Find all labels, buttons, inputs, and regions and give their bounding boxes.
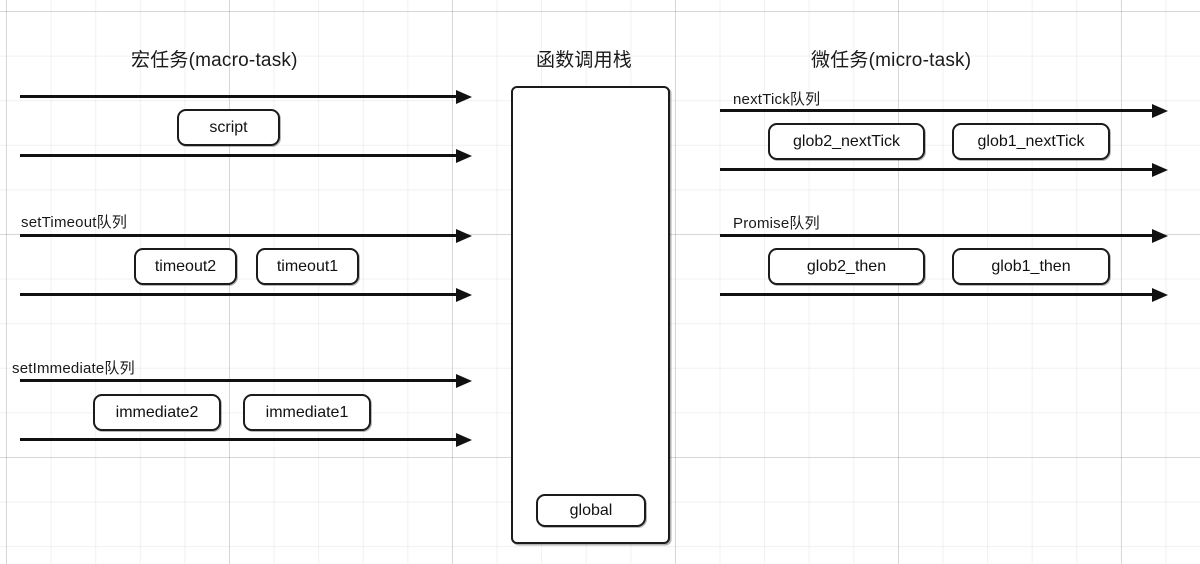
micro-promise-arrow-top <box>720 228 1170 243</box>
micro-nexttick-arrow-top <box>720 103 1170 118</box>
task-box-glob1-nexttick[interactable]: glob1_nextTick <box>952 123 1110 160</box>
task-box-glob1-nexttick-label: glob1_nextTick <box>977 132 1085 150</box>
task-box-glob2-nexttick[interactable]: glob2_nextTick <box>768 123 925 160</box>
macro-script-arrow-top <box>20 89 490 104</box>
queue-label-promise: Promise队列 <box>733 215 820 232</box>
task-box-glob2-then[interactable]: glob2_then <box>768 248 925 285</box>
task-box-glob2-then-label: glob2_then <box>806 257 887 275</box>
macro-task-column-title: 宏任务(macro-task) <box>131 50 298 71</box>
macro-settimeout-arrow-bottom <box>20 287 490 302</box>
micro-task-column-title: 微任务(micro-task) <box>811 50 972 71</box>
task-box-timeout1-label: timeout1 <box>276 257 339 275</box>
task-box-immediate1-label: immediate1 <box>265 403 349 421</box>
macro-setimmediate-arrow-top <box>20 373 490 388</box>
stack-frame-global[interactable]: global <box>536 494 646 527</box>
stack-frame-global-label: global <box>569 501 613 519</box>
queue-label-settimeout: setTimeout队列 <box>21 214 128 231</box>
macro-setimmediate-arrow-bottom <box>20 432 490 447</box>
task-box-glob2-nexttick-label: glob2_nextTick <box>792 132 901 150</box>
task-box-script-label: script <box>209 118 248 136</box>
task-box-timeout2-label: timeout2 <box>154 257 217 275</box>
task-box-glob1-then-label: glob1_then <box>991 257 1071 275</box>
call-stack-container <box>511 86 670 544</box>
macro-settimeout-arrow-top <box>20 228 490 243</box>
micro-nexttick-arrow-bottom <box>720 162 1170 177</box>
queue-label-setimmediate: setImmediate队列 <box>12 360 135 377</box>
task-box-immediate2-label: immediate2 <box>115 403 199 421</box>
task-box-immediate2[interactable]: immediate2 <box>93 394 221 431</box>
task-box-immediate1[interactable]: immediate1 <box>243 394 371 431</box>
macro-script-arrow-bottom <box>20 148 490 163</box>
micro-promise-arrow-bottom <box>720 287 1170 302</box>
task-box-timeout1[interactable]: timeout1 <box>256 248 359 285</box>
task-box-script[interactable]: script <box>177 109 280 146</box>
task-box-glob1-then[interactable]: glob1_then <box>952 248 1110 285</box>
queue-label-nexttick: nextTick队列 <box>733 91 821 108</box>
call-stack-column-title: 函数调用栈 <box>536 50 633 71</box>
task-box-timeout2[interactable]: timeout2 <box>134 248 237 285</box>
